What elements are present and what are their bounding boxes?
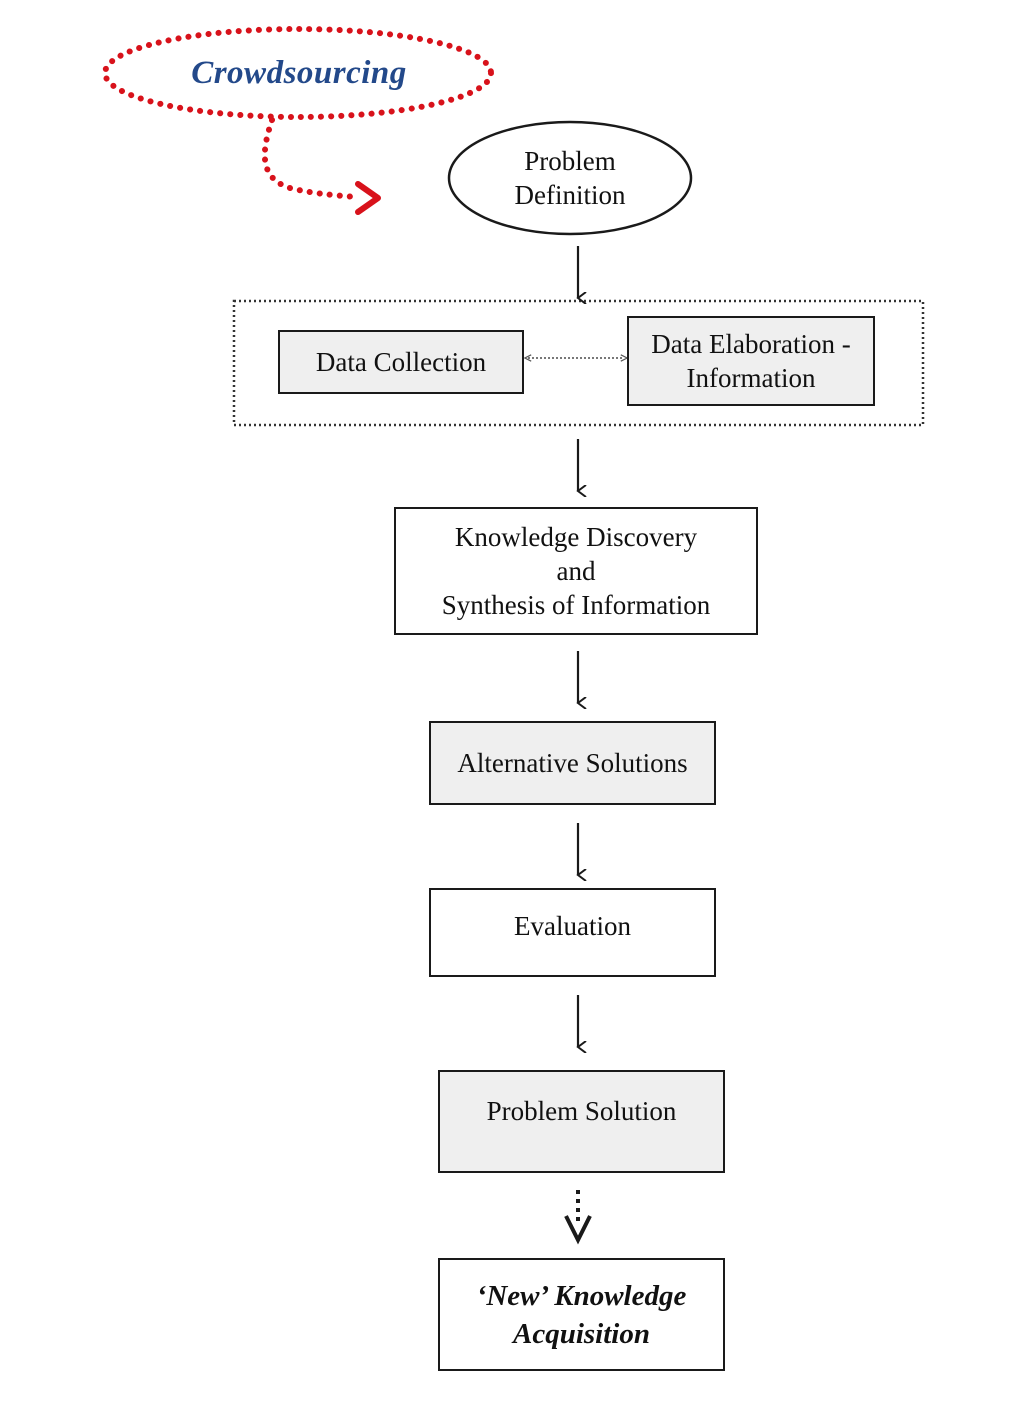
- crowdsourcing-arrow-head: [355, 181, 381, 215]
- problem-solution-node: Problem Solution: [438, 1070, 725, 1173]
- evaluation-node: Evaluation: [429, 888, 716, 977]
- problem-definition-node: Problem Definition: [449, 122, 691, 234]
- data-collection-label: Data Collection: [315, 347, 487, 377]
- crowdsourcing-ellipse: [102, 26, 494, 120]
- data-elaboration-node: Data Elaboration - Information: [627, 316, 875, 406]
- new-knowledge-node: ‘New’ Knowledge Acquisition: [438, 1258, 725, 1371]
- data-collection-node: Data Collection: [278, 330, 524, 394]
- problem-definition-ellipse: [447, 120, 693, 236]
- knowledge-discovery-label: Knowledge Discovery and Synthesis of Inf…: [441, 522, 711, 620]
- crowdsourcing-label: Crowdsourcing: [191, 54, 407, 91]
- problem-definition-label: Problem Definition: [514, 146, 626, 210]
- alternative-solutions-label: Alternative Solutions: [457, 748, 688, 778]
- problem-solution-label: Problem Solution: [486, 1095, 677, 1126]
- data-elaboration-label: Data Elaboration - Information: [651, 329, 851, 393]
- knowledge-discovery-node: Knowledge Discovery and Synthesis of Inf…: [394, 507, 758, 635]
- crowdsourcing-arrow: [261, 117, 359, 200]
- alternative-solutions-node: Alternative Solutions: [429, 721, 716, 805]
- new-knowledge-label: ‘New’ Knowledge Acquisition: [476, 1279, 687, 1350]
- data-group-frame: [232, 299, 925, 427]
- arrow-solution-to-new-knowledge-head: [564, 1215, 592, 1245]
- evaluation-label: Evaluation: [514, 910, 631, 941]
